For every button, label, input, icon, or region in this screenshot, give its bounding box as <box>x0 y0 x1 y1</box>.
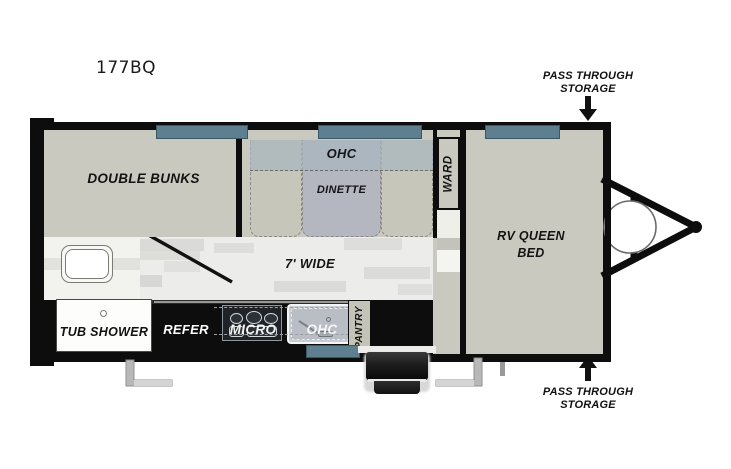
window-kitchen-bottom <box>306 345 360 358</box>
bathroom-sink-basin <box>65 249 109 279</box>
a-frame-hitch <box>600 175 702 280</box>
label-ohc-dinette: OHC <box>326 146 357 161</box>
rear-bumper-rail <box>30 118 39 366</box>
callout-pass-through-storage-bottom: PASS THROUGH STORAGE <box>523 386 653 411</box>
label-rv-queen-bed: RV QUEEN BED <box>466 228 596 262</box>
label-refrigerator: REFER <box>163 322 209 337</box>
label-wardrobe-text: WARD <box>442 154 455 193</box>
window-bunk-top <box>156 125 248 139</box>
microwave-stove-unit <box>222 305 282 341</box>
bedroom-partition <box>460 130 466 354</box>
stabilizer-jack-rear <box>125 359 173 387</box>
wheel-tire-gap <box>368 379 426 382</box>
arrow-down-icon <box>579 96 597 121</box>
label-ohc-kitchen: OHC <box>306 322 338 337</box>
callout-line-2: STORAGE <box>560 398 616 411</box>
hitch-front-wall <box>605 175 611 360</box>
kitchen-counter-highlight <box>154 301 350 303</box>
callout-line-2: STORAGE <box>560 82 616 95</box>
room-double-bunks <box>51 137 236 237</box>
window-dinette-top <box>318 125 422 139</box>
label-bed-line-2: BED <box>517 246 545 260</box>
window-bedroom-top <box>485 125 560 139</box>
label-pantry-text: PANTRY <box>354 305 365 349</box>
stabilizer-jack-front <box>435 357 483 387</box>
label-bed-line-1: RV QUEEN <box>497 229 565 243</box>
label-wardrobe: WARD <box>437 137 460 210</box>
label-dinette: DINETTE <box>316 184 367 196</box>
label-tub-shower: TUB SHOWER <box>59 325 149 339</box>
hallway-floor-shade <box>140 249 200 260</box>
counter-dashed-overlay <box>214 307 364 335</box>
propane-tank <box>603 200 657 254</box>
wheel-well <box>358 346 436 353</box>
bedroom-support-post <box>500 362 505 376</box>
callout-line-1: PASS THROUGH <box>542 386 634 398</box>
room-rv-queen-bed <box>466 137 596 348</box>
label-double-bunks: DOUBLE BUNKS <box>87 171 200 186</box>
arrow-up-icon <box>579 356 597 381</box>
page-title: 177BQ <box>96 58 156 78</box>
callout-pass-through-storage-top: PASS THROUGH STORAGE <box>523 70 653 95</box>
callout-line-1: PASS THROUGH <box>542 70 634 82</box>
wardrobe-lower-panel-3 <box>437 250 460 272</box>
tub-drain-icon <box>100 310 107 317</box>
room-wardrobe <box>437 137 460 210</box>
wheel-tire <box>366 352 428 380</box>
tub-shower <box>56 299 152 352</box>
wardrobe-lower-panel-2 <box>437 238 460 250</box>
overhead-cabinet-dinette <box>250 140 433 171</box>
entry-door-swing <box>144 231 233 284</box>
label-hallway-width: 7' WIDE <box>285 256 335 271</box>
kitchen-sink-drain-icon <box>326 317 331 322</box>
label-microwave: MICRO <box>229 322 277 337</box>
dinette-wardrobe-partition <box>433 130 437 238</box>
wardrobe-lower-panel-1 <box>437 210 460 238</box>
bunk-dinette-partition <box>236 130 242 237</box>
wheel-tire-lower <box>374 381 420 394</box>
